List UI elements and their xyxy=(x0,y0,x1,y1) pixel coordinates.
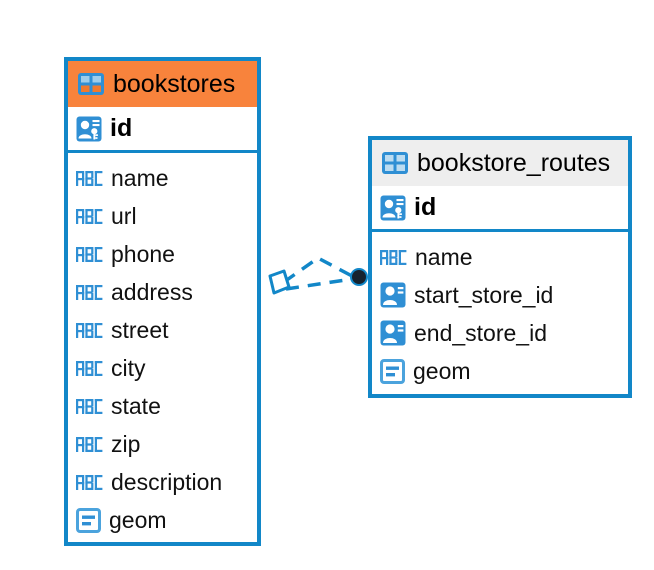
field-label: geom xyxy=(109,506,167,533)
abc-icon xyxy=(76,398,103,414)
entity-bookstores[interactable]: bookstores id xyxy=(64,57,261,546)
field-list-bookstore-routes: name start_store_id xyxy=(372,232,628,396)
entity-header-bookstores[interactable]: bookstores xyxy=(68,61,257,107)
abc-icon xyxy=(76,170,103,186)
field-row-name[interactable]: name xyxy=(68,159,257,197)
foreign-key-icon xyxy=(380,320,406,346)
foreign-key-icon xyxy=(380,282,406,308)
abc-icon xyxy=(76,436,103,452)
entity-bookstore-routes[interactable]: bookstore_routes id xyxy=(368,136,632,398)
field-row-state[interactable]: state xyxy=(68,387,257,425)
abc-icon xyxy=(76,322,103,338)
field-label: id xyxy=(414,193,437,221)
relationship-line-upper xyxy=(282,255,353,284)
geometry-icon xyxy=(76,507,101,533)
field-list-bookstores: name url xyxy=(68,153,257,545)
field-label: geom xyxy=(413,357,471,384)
abc-icon xyxy=(380,249,407,265)
table-icon xyxy=(78,73,104,95)
abc-icon xyxy=(76,360,103,376)
field-row-geom[interactable]: geom xyxy=(68,501,257,539)
filled-circle-marker xyxy=(350,268,368,286)
field-row-url[interactable]: url xyxy=(68,197,257,235)
field-label: city xyxy=(111,354,146,381)
field-row-address[interactable]: address xyxy=(68,273,257,311)
field-row-phone[interactable]: phone xyxy=(68,235,257,273)
entity-header-bookstore-routes[interactable]: bookstore_routes xyxy=(372,140,628,186)
field-row-zip[interactable]: zip xyxy=(68,425,257,463)
field-row-city[interactable]: city xyxy=(68,349,257,387)
field-label: description xyxy=(111,468,223,495)
field-row-street[interactable]: street xyxy=(68,311,257,349)
field-row-description[interactable]: description xyxy=(68,463,257,501)
table-icon xyxy=(382,152,408,174)
field-label: id xyxy=(110,114,133,142)
field-row-start-store-id[interactable]: start_store_id xyxy=(372,276,628,314)
field-label: zip xyxy=(111,430,141,457)
field-label: street xyxy=(111,316,169,343)
primary-key-icon xyxy=(76,116,102,141)
field-row-name[interactable]: name xyxy=(372,238,628,276)
entity-title: bookstore_routes xyxy=(417,148,611,177)
field-row-end-store-id[interactable]: end_store_id xyxy=(372,314,628,352)
field-label: end_store_id xyxy=(414,319,547,346)
field-label: url xyxy=(111,202,137,229)
abc-icon xyxy=(76,246,103,262)
abc-icon xyxy=(76,208,103,224)
field-label: name xyxy=(415,243,473,270)
geometry-icon xyxy=(380,358,405,384)
abc-icon xyxy=(76,474,103,490)
field-label: start_store_id xyxy=(414,281,554,308)
relationship-line-lower xyxy=(285,277,353,291)
field-label: phone xyxy=(111,240,175,267)
field-label: state xyxy=(111,392,161,419)
entity-title: bookstores xyxy=(113,69,236,98)
primary-key-icon xyxy=(380,195,406,220)
field-label: name xyxy=(111,164,169,191)
field-row-primary-key[interactable]: id xyxy=(68,107,257,153)
field-label: address xyxy=(111,278,193,305)
diamond-marker xyxy=(268,269,291,295)
field-row-primary-key[interactable]: id xyxy=(372,186,628,232)
field-row-geom[interactable]: geom xyxy=(372,352,628,390)
abc-icon xyxy=(76,284,103,300)
